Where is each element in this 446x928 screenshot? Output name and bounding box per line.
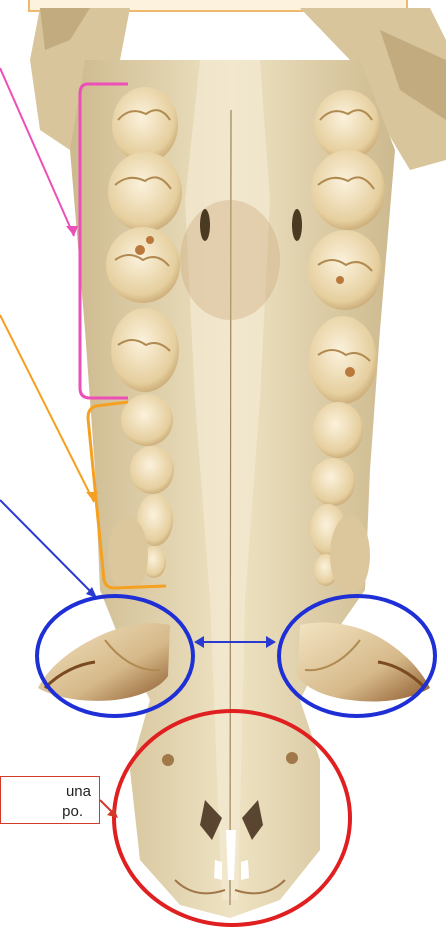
left-canine-tusk [38, 623, 170, 701]
right-canine-tusk [298, 622, 430, 701]
left-palatine-foramen [200, 209, 210, 241]
note-text-line-1: una [66, 783, 91, 801]
note-label-box: una po. [0, 776, 100, 824]
canine-pointer-line [0, 500, 94, 595]
right-palatine-foramen [292, 209, 302, 241]
note-text-line-2: po. [62, 803, 83, 821]
right-molar-row [308, 90, 385, 404]
